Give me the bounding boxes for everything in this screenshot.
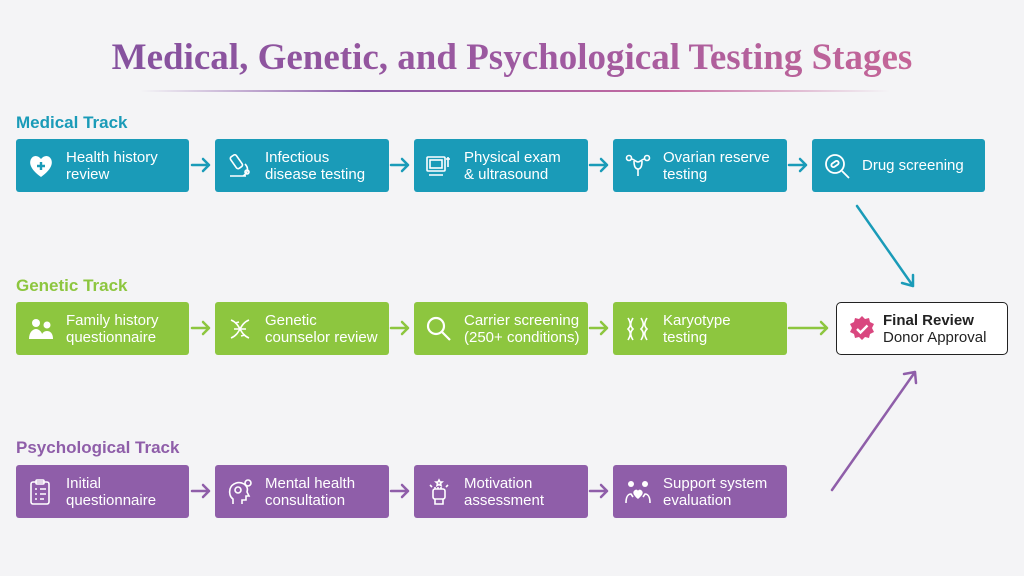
- microscope-icon: [223, 149, 257, 183]
- step-label: Initial questionnaire: [66, 474, 157, 509]
- step-label: Infectious disease testing: [265, 148, 366, 183]
- genetic-step-karyotype: Karyotype testing: [613, 302, 787, 355]
- head-brain-icon: [223, 475, 257, 509]
- step-label: Carrier screening (250+ conditions): [464, 311, 580, 346]
- genetic-step-counselor: Genetic counselor review: [215, 302, 389, 355]
- medical-step-infectious: Infectious disease testing: [215, 139, 389, 192]
- chromosome-icon: [621, 312, 655, 346]
- uterus-icon: [621, 149, 655, 183]
- step-label: Mental health consultation: [265, 474, 356, 509]
- family-icon: [24, 312, 58, 346]
- step-label: Physical exam & ultrasound: [464, 148, 561, 183]
- step-label: Genetic counselor review: [265, 311, 378, 346]
- psych-step-support-system: Support system evaluation: [613, 465, 787, 518]
- step-label: Karyotype testing: [663, 311, 731, 346]
- title-underline: [140, 90, 890, 92]
- ultrasound-icon: [422, 149, 456, 183]
- clipboard-icon: [24, 475, 58, 509]
- psych-step-mental-health: Mental health consultation: [215, 465, 389, 518]
- diagram-title: Medical, Genetic, and Psychological Test…: [0, 36, 1024, 79]
- heart-plus-icon: [24, 149, 58, 183]
- magnifier-pill-icon: [820, 149, 854, 183]
- group-heart-icon: [621, 475, 655, 509]
- step-label: Ovarian reserve testing: [663, 148, 770, 183]
- medical-arrows: [190, 157, 915, 288]
- check-badge-icon: [845, 312, 879, 346]
- step-label: Motivation assessment: [464, 474, 545, 509]
- step-label: Support system evaluation: [663, 474, 768, 509]
- step-label: Health history review: [66, 148, 158, 183]
- psychological-track-label: Psychological Track: [16, 438, 180, 457]
- final-review-subtitle: Donor Approval: [883, 328, 987, 346]
- psych-step-initial-questionnaire: Initial questionnaire: [16, 465, 189, 518]
- genetic-step-family-history: Family history questionnaire: [16, 302, 189, 355]
- psych-arrows: [190, 370, 918, 499]
- genetic-track-label: Genetic Track: [16, 276, 128, 295]
- step-label: Drug screening: [862, 157, 964, 174]
- final-review-title: Final Review: [883, 311, 974, 329]
- medical-step-health-history: Health history review: [16, 139, 189, 192]
- step-label: Family history questionnaire: [66, 311, 159, 346]
- dna-icon: [223, 312, 257, 346]
- medical-step-ovarian: Ovarian reserve testing: [613, 139, 787, 192]
- psych-step-motivation: Motivation assessment: [414, 465, 588, 518]
- genetic-arrows: [190, 320, 829, 336]
- medical-step-drug-screening: Drug screening: [812, 139, 985, 192]
- genetic-step-carrier-screening: Carrier screening (250+ conditions): [414, 302, 588, 355]
- raised-fist-icon: [422, 475, 456, 509]
- final-review-box: Final Review Donor Approval: [836, 302, 1008, 355]
- medical-step-physical-exam: Physical exam & ultrasound: [414, 139, 588, 192]
- medical-track-label: Medical Track: [16, 113, 128, 132]
- search-icon: [422, 312, 456, 346]
